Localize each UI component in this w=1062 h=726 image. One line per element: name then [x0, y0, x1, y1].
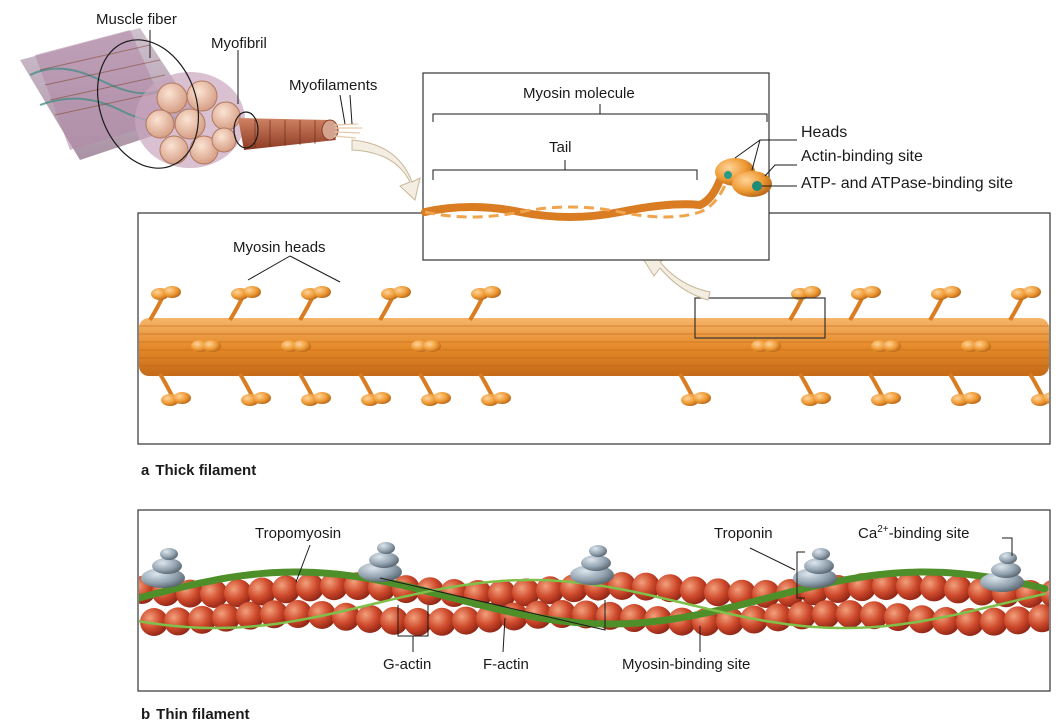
g-actin-bead	[296, 573, 324, 601]
label-muscle-fiber: Muscle fiber	[96, 11, 177, 29]
g-actin-bead	[452, 607, 480, 635]
g-actin-bead	[836, 600, 864, 628]
g-actin-bead	[980, 608, 1008, 636]
g-actin-bead	[188, 606, 216, 634]
g-actin-bead	[764, 603, 792, 631]
myosin-head	[411, 340, 441, 352]
g-actin-bead	[920, 573, 948, 601]
g-actin-bead	[1004, 606, 1032, 634]
caption-thin-filament: b Thin filament	[141, 706, 250, 723]
g-actin-bead	[380, 607, 408, 635]
label-tropomyosin: Tropomyosin	[255, 525, 341, 543]
g-actin-bead	[164, 607, 192, 635]
caption-thick-text: Thick filament	[155, 462, 256, 479]
caption-thin-text: Thin filament	[156, 706, 249, 723]
g-actin-bead	[704, 578, 732, 606]
g-actin-bead	[428, 608, 456, 636]
caption-thick-filament: a Thick filament	[141, 462, 256, 479]
g-actin-bead	[812, 600, 840, 628]
label-atp-binding-site: ATP- and ATPase-binding site	[801, 175, 1013, 193]
myosin-head	[871, 340, 901, 352]
ca-prefix: Ca	[858, 525, 877, 542]
g-actin-bead	[896, 572, 924, 600]
label-myosin-binding-site: Myosin-binding site	[622, 656, 750, 674]
label-tail: Tail	[549, 139, 572, 157]
g-actin-bead	[620, 604, 648, 632]
ca-sup: 2+	[877, 524, 888, 535]
ca-suffix: -binding site	[889, 525, 970, 542]
g-actin-bead	[356, 605, 384, 633]
g-actin-bead	[1052, 602, 1062, 630]
g-actin-bead	[944, 575, 972, 603]
myosin-head	[751, 340, 781, 352]
label-myosin-heads: Myosin heads	[233, 239, 326, 257]
label-myosin-molecule: Myosin molecule	[523, 85, 635, 103]
label-myofilaments: Myofilaments	[289, 77, 377, 95]
label-g-actin: G-actin	[383, 656, 431, 674]
myosin-head	[961, 340, 991, 352]
g-actin-bead	[680, 576, 708, 604]
g-actin-bead	[272, 575, 300, 603]
label-f-actin: F-actin	[483, 656, 529, 674]
caption-letter-b: b	[141, 706, 150, 723]
label-ca-binding-site: Ca2+-binding site	[858, 525, 969, 543]
caption-letter-a: a	[141, 462, 149, 479]
label-heads: Heads	[801, 124, 847, 142]
myosin-head	[191, 340, 221, 352]
g-actin-bead	[1028, 604, 1056, 632]
g-actin-bead	[932, 607, 960, 635]
label-troponin: Troponin	[714, 525, 773, 543]
label-myofibril: Myofibril	[211, 35, 267, 53]
label-actin-binding-site: Actin-binding site	[801, 148, 923, 166]
myosin-head	[281, 340, 311, 352]
g-actin-bead	[284, 600, 312, 628]
